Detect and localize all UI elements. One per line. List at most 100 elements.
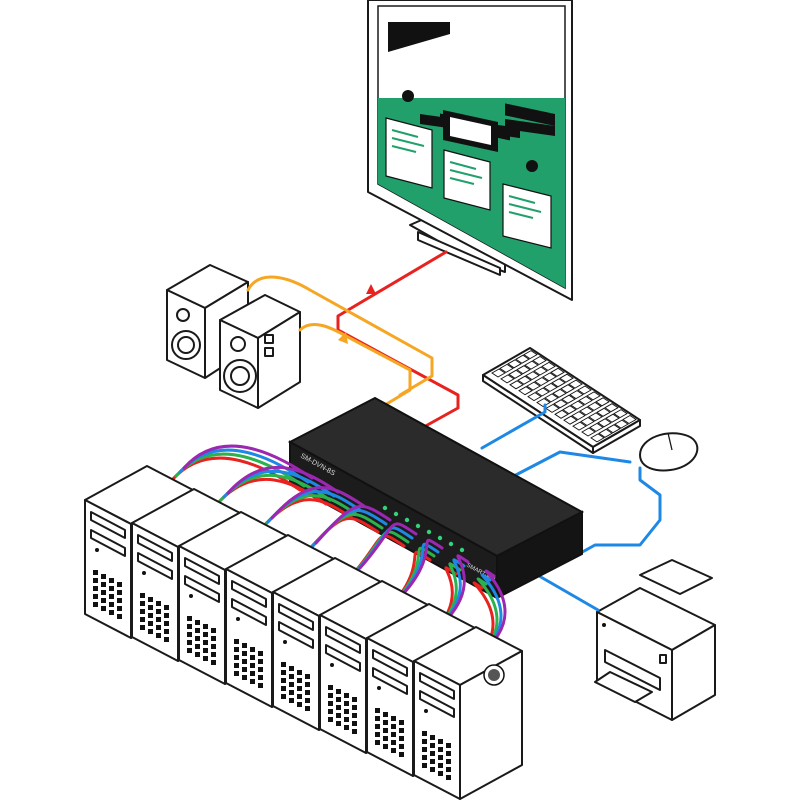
computer-side [459,650,523,800]
computer-cable [446,554,470,620]
power-button-icon [189,594,193,598]
computer-tower [413,626,523,800]
keyboard-key [571,411,586,421]
keyboard-key [515,354,530,364]
drive-bay [137,552,173,580]
keyboard-key [561,394,576,404]
printer-output-tray [594,671,653,703]
keyboard-key [544,393,559,403]
keyboard-key [589,422,604,432]
drive-bay [278,621,314,649]
keyboard-key [524,360,539,370]
keyboard-key [500,374,515,384]
port-leds [382,505,465,553]
keyboard-key [597,418,612,428]
keyboard-key [525,371,540,381]
drive-bay [372,649,408,677]
port-led [393,511,399,517]
keyboard-key [569,390,584,400]
keyboard-key [595,397,610,407]
keyboard-key [580,416,595,427]
screen-dot [402,90,414,102]
drive-bay [419,672,455,700]
vent-grille [234,639,263,688]
computer-cable [484,569,507,645]
printer [594,559,716,721]
keyboard-key [535,387,550,397]
mouse [639,432,699,472]
keyboard-key [577,385,592,395]
power-button-icon [424,709,428,713]
port-led [382,505,388,511]
screen-bar [388,22,450,52]
keyboard-key [559,373,574,383]
monitor [367,0,573,301]
keyboard-keys [491,350,637,443]
keyboard-key [545,403,560,413]
keyboard-key [499,363,514,373]
vent-grille [281,662,310,711]
computer-cable [270,486,366,520]
cable-audio [246,275,434,410]
drive-bay [184,575,220,603]
drive-bay [90,529,126,557]
screen-bar [505,103,555,126]
keyboard-key [613,409,628,419]
keyboard-key [587,401,602,411]
keyboard-key [518,386,533,396]
keyboard-key [560,384,575,394]
printer-paper-tray [639,559,713,595]
drive-bay [278,603,314,631]
speaker-tweeter-icon [176,308,190,322]
power-button-icon [95,548,99,552]
power-button-icon [377,686,381,690]
keyboard-key [590,433,605,443]
keyboard-key [533,366,548,376]
keyboard-key [551,378,566,388]
speakers [166,264,301,409]
keyboard-key [536,397,551,408]
computer-cable [480,573,503,649]
keyboard-key [588,412,603,422]
keyboard-key [552,388,567,398]
keyboard-key [568,379,583,389]
screen-bar [505,118,555,137]
vent-grille [422,731,451,780]
keyboard-key [541,361,556,371]
keyboard-key [542,372,557,382]
drive-bay [231,598,267,626]
computer-cable [358,522,418,570]
port-led [404,517,410,523]
port-led [426,529,432,535]
drive-bay [325,644,361,672]
keyboard-key [526,381,541,391]
keyboard-key [614,419,629,429]
keyboard-key [596,407,611,417]
screen-card [443,149,491,211]
keyboard [482,347,641,454]
computer-cable [314,505,392,545]
keyboard-key [581,427,596,437]
computer-cable [442,558,466,624]
keyboard-key [554,409,569,419]
keyboard-key [553,399,568,409]
power-button-icon [236,617,240,621]
power-button-icon [330,663,334,667]
keyboard-key [570,400,585,410]
keyboard-key [604,403,619,413]
computers [84,465,523,800]
vent-grille [93,570,122,619]
screen-dot [526,160,538,172]
keyboard-key [572,421,587,431]
keyboard-key [523,350,538,360]
vent-grille [187,616,216,665]
drive-bay [372,667,408,695]
vent-grille [140,593,169,642]
keyboard-key [532,355,547,366]
computer-cable [402,538,444,595]
port-led [437,535,443,541]
vent-grille [375,708,404,757]
keyboard-key [527,392,542,402]
computer-cable [226,465,340,495]
